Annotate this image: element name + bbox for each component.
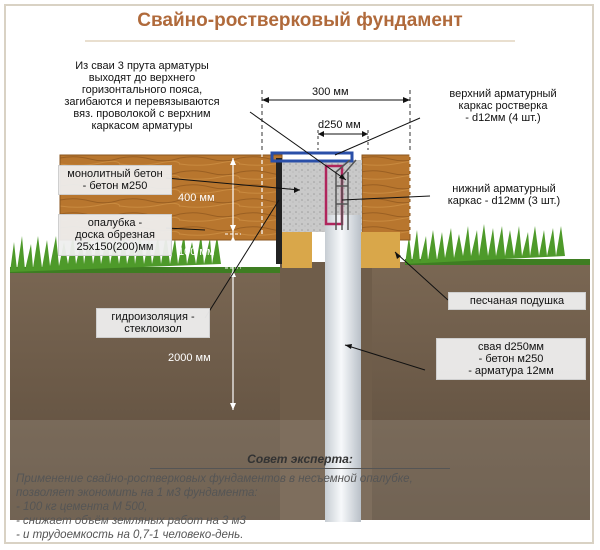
label-pile: свая d250мм - бетон м250 - арматура 12мм: [436, 338, 586, 380]
label-rebar-note: Из сваи 3 прута арматуры выходят до верх…: [36, 60, 248, 132]
advice-line: позволяет экономить на 1 м3 фундамента:: [16, 487, 258, 499]
label-line: опалубка -: [87, 217, 143, 229]
dim-grillage-height: 400 мм: [178, 192, 215, 204]
label-line: - арматура 12мм: [468, 365, 554, 377]
ground-bottom-fade: [10, 420, 590, 520]
label-line: загибаются и перевязываются: [64, 96, 220, 108]
label-line: 25х150(200)мм: [76, 241, 154, 253]
leader-formwork: [165, 227, 206, 231]
label-line: выходят до верхнего: [88, 72, 196, 84]
upper-cage: [270, 151, 354, 163]
dim-cushion-height: 100 мм: [178, 246, 215, 258]
label-line: верхний арматурный: [449, 88, 557, 100]
label-line: каркас ростверка: [458, 100, 548, 112]
dim-width: 300 мм: [312, 86, 349, 98]
advice-line: - снижает объём земляных работ на 3 м3: [16, 515, 246, 527]
label-line: свая d250мм: [478, 341, 544, 353]
dim-pile-depth: 2000 мм: [168, 352, 211, 364]
label-line: каркас - d12мм (3 шт.): [447, 195, 561, 207]
label-line: нижний арматурный: [452, 183, 556, 195]
advice-rule: [150, 468, 450, 469]
advice-text: Применение свайно-ростверковых фундамент…: [16, 472, 586, 542]
title-underline: [85, 40, 515, 42]
advice-heading: Совет эксперта:: [247, 452, 353, 466]
soil-right: [372, 262, 590, 520]
sand-cushion-right: [360, 232, 400, 268]
leader-pile: [344, 344, 426, 371]
label-line: каркасом арматуры: [91, 120, 193, 132]
leader-sand: [394, 251, 449, 301]
soil-left: [10, 260, 300, 520]
label-line: Из сваи 3 прута арматуры: [75, 60, 209, 72]
frame-border: [4, 4, 594, 544]
leader-lower-cage: [341, 195, 431, 201]
waterproofing-layer: [276, 158, 282, 264]
label-concrete: монолитный бетон - бетон м250: [58, 165, 172, 195]
label-line: гидроизоляция -: [111, 311, 195, 323]
dim-pile-diameter: d250 мм: [318, 119, 361, 131]
leader-waterproof: [204, 199, 280, 319]
label-waterproof: гидроизоляция - стеклоизол: [96, 308, 210, 338]
label-sand: песчаная подушка: [448, 292, 586, 310]
label-line: вяз. проволокой с верхним: [73, 108, 211, 120]
pile: [325, 232, 361, 522]
advice-line: - 100 кг цемента М 500,: [16, 501, 148, 513]
label-line: - бетон м250: [82, 180, 148, 192]
page-title: Свайно-ростверковый фундамент: [137, 10, 463, 31]
label-upper-cage: верхний арматурный каркас ростверка - d1…: [418, 88, 588, 124]
label-line: - бетон м250: [478, 353, 544, 365]
label-line: горизонтального пояса,: [81, 84, 203, 96]
advice-line: Применение свайно-ростверковых фундамент…: [16, 473, 413, 485]
label-formwork: опалубка - доска обрезная 25х150(200)мм: [58, 214, 172, 256]
label-line: стеклоизол: [124, 323, 182, 335]
leader-upper-cage: [334, 117, 421, 156]
label-lower-cage: нижний арматурный каркас - d12мм (3 шт.): [420, 183, 588, 207]
label-line: доска обрезная: [75, 229, 155, 241]
grass-right: [405, 224, 590, 265]
leader-rebar-note: [249, 111, 347, 181]
advice-line: - и трудоемкость на 0,7-1 человеко-день.: [16, 529, 244, 541]
label-line: - d12мм (4 шт.): [465, 112, 541, 124]
sand-cushion-left: [282, 232, 312, 268]
leader-concrete: [165, 177, 301, 191]
label-line: монолитный бетон: [67, 168, 163, 180]
